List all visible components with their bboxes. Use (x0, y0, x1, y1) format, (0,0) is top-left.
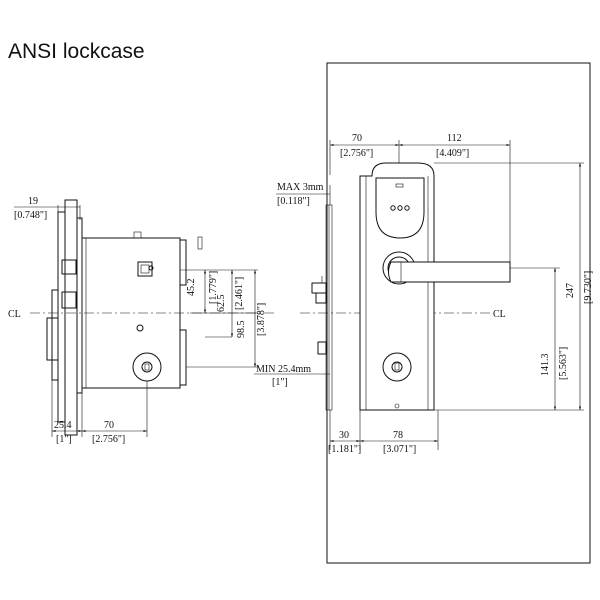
front-latch-top (311, 282, 327, 294)
side-faceplate-outer (57, 211, 66, 423)
side-strike-plate (76, 217, 83, 394)
side-faceplate-inner (64, 199, 78, 436)
side-dim-25: 25.4 (54, 420, 72, 431)
card-reader-dot-2 (397, 205, 403, 211)
top-dim-70: 70 (352, 133, 362, 144)
side-view: CL 19 [0.748"] (8, 196, 275, 445)
side-right-tab (197, 236, 203, 250)
min-label-in: [1"] (272, 377, 288, 388)
bottom-dim-78: 78 (393, 430, 403, 441)
card-reader-window (375, 177, 425, 239)
card-reader-dot-1 (390, 205, 396, 211)
dim-247-in: [9.730"] (583, 271, 594, 304)
dim-141: 141.3 (540, 354, 551, 377)
front-latch-low (317, 341, 327, 355)
side-dim-19-in: [0.748"] (14, 210, 47, 221)
front-view: CL MAX 3mm [0.118"] MIN 2 (254, 62, 594, 564)
dim-141-in: [5.563"] (558, 347, 569, 380)
front-cylinder-inner (391, 361, 403, 373)
side-top-tab (133, 231, 142, 239)
card-reader-led (395, 183, 404, 188)
side-spindle-hub-inner (140, 264, 150, 274)
side-lockcase-body (81, 237, 181, 389)
bottom-screw (394, 403, 400, 409)
side-right-notch-2 (180, 329, 187, 386)
bottom-dim-30-in: [1.181"] (328, 444, 361, 455)
top-dim-70-in: [2.756"] (340, 148, 373, 159)
max-label: MAX 3mm (277, 182, 324, 193)
centerline-label-left: CL (8, 309, 21, 320)
top-dim-112-in: [4.409"] (436, 148, 469, 159)
escutcheon-plate (359, 162, 435, 411)
side-screw-hole-2 (136, 324, 144, 332)
drawing-title: ANSI lockcase (8, 40, 145, 63)
side-cylinder-outer (132, 352, 162, 382)
lever-handle (388, 261, 511, 283)
side-latch-bolt (61, 291, 77, 309)
side-dim-70-in: [2.756"] (92, 434, 125, 445)
front-cylinder-keyway (394, 362, 400, 371)
side-right-notch (180, 239, 187, 286)
max-label-in: [0.118"] (277, 196, 310, 207)
side-handle-rose (51, 289, 59, 381)
side-dim-98-in: [3.878"] (256, 303, 267, 336)
side-spindle-hub (137, 261, 153, 277)
side-cylinder-keyway (144, 363, 150, 371)
side-dim-45-in: [1.779"] (208, 271, 219, 304)
bottom-dim-78-in: [3.071"] (383, 444, 416, 455)
card-reader-dot-3 (404, 205, 410, 211)
min-label: MIN 25.4mm (256, 364, 311, 375)
centerline-label-right: CL (493, 309, 506, 320)
side-dim-70: 70 (104, 420, 114, 431)
side-deadbolt (61, 259, 77, 275)
front-cylinder-outer (382, 352, 412, 382)
bottom-dim-30: 30 (339, 430, 349, 441)
side-dim-98: 98.5 (236, 321, 247, 339)
side-cylinder-inner (141, 361, 153, 373)
side-dim-62: 62.5 (216, 295, 227, 313)
front-latch-mid (315, 292, 327, 304)
side-dim-45: 45.2 (186, 279, 197, 297)
side-dim-62-in: [2.461"] (234, 277, 245, 310)
top-dim-112: 112 (447, 133, 462, 144)
dim-247: 247 (565, 283, 576, 298)
side-dim-19: 19 (28, 196, 38, 207)
side-screw-hole-1 (148, 265, 154, 271)
side-dim-25-in: [1"] (56, 434, 72, 445)
